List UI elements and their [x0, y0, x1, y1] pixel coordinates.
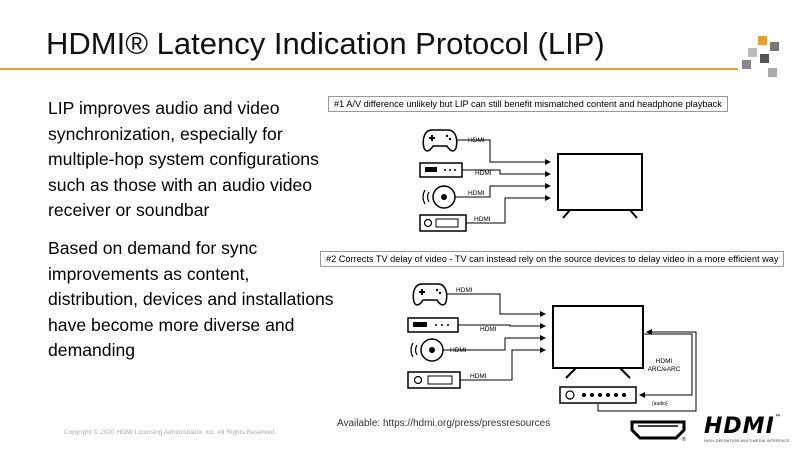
link-label: HDMI: [480, 326, 497, 333]
hdmi-connector-icon: ®: [630, 420, 686, 442]
hdmi-logo: HDMI™ HIGH-DEFINITION MULTIMEDIA INTERFA…: [704, 414, 790, 443]
copyright-text: Copyright © 2020 HDMI Licensing Administ…: [64, 429, 277, 436]
tv-icon: [557, 153, 643, 219]
diagram2-caption: #2 Corrects TV delay of video - TV can i…: [320, 251, 785, 267]
registered-mark: ®: [682, 436, 686, 442]
diagram1: HDMI HDMI HDMI HDMI: [419, 129, 643, 232]
set-top-box-icon: [419, 162, 463, 178]
link-label: HDMI: [456, 287, 473, 294]
link-label: HDMI: [450, 347, 467, 354]
av-receiver-icon: [419, 214, 467, 232]
link-label: HDMI: [475, 170, 492, 177]
arc-label-earc: ARC/eARC: [648, 366, 681, 373]
available-link[interactable]: Available: https://hdmi.org/press/pressr…: [337, 418, 551, 429]
diagram1-caption: #1 A/V difference unlikely but LIP can s…: [328, 96, 728, 112]
arc-label-hdmi: HDMI: [656, 358, 673, 365]
title-underline: [0, 68, 738, 70]
tv-icon: [552, 305, 644, 379]
decorative-squares: [740, 36, 790, 86]
link-label: HDMI: [468, 190, 485, 197]
slide-title: HDMI® Latency Indication Protocol (LIP): [46, 26, 605, 61]
hdmi-tagline: HIGH-DEFINITION MULTIMEDIA INTERFACE: [704, 439, 790, 443]
disc-player-icon: [410, 338, 444, 362]
audio-label: (audio): [652, 401, 668, 407]
disc-player-icon: [422, 185, 456, 209]
link-label: HDMI: [474, 216, 491, 223]
soundbar-icon: [559, 386, 637, 404]
av-receiver-icon: [407, 371, 461, 389]
bullet-1: LIP improves audio and video synchroniza…: [48, 98, 319, 221]
trademark-mark: ™: [774, 414, 782, 421]
game-controller-icon: [412, 283, 448, 306]
link-label: HDMI: [468, 137, 485, 144]
hdmi-wordmark: HDMI: [704, 414, 775, 439]
link-label: HDMI: [470, 373, 487, 380]
bullet-2: Based on demand for sync improvements as…: [48, 237, 334, 361]
game-controller-icon: [422, 129, 458, 152]
bullet-list: LIP improves audio and video synchroniza…: [48, 96, 338, 376]
diagram2: HDMI HDMI HDMI HDMI HDMI ARC/eARC (audio…: [407, 283, 697, 412]
set-top-box-icon: [407, 317, 459, 333]
